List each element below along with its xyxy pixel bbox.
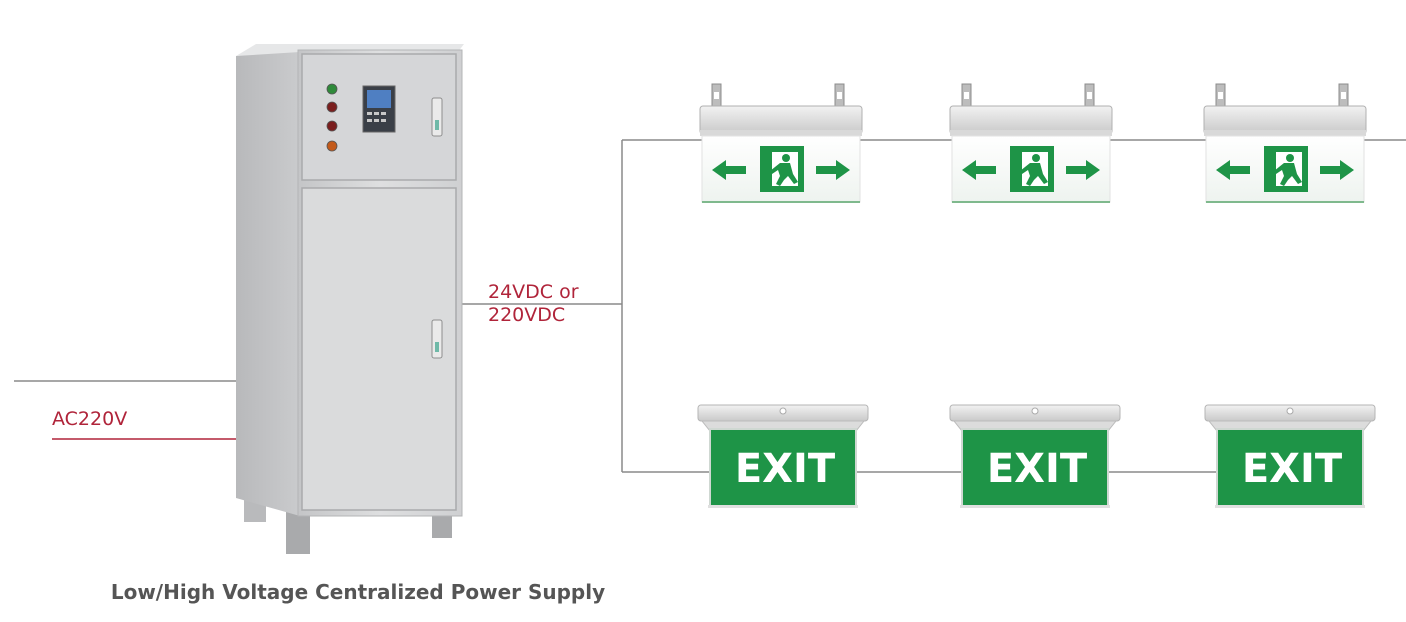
exit-sign-text: EXIT <box>1242 446 1343 492</box>
lcd-controller-display <box>362 85 396 133</box>
exit-sign: EXIT <box>949 404 1121 509</box>
exit-sign: EXIT <box>697 404 869 509</box>
directional-exit-sign <box>949 83 1113 203</box>
indicator-light-green <box>326 83 338 95</box>
power-supply-cabinet <box>236 44 464 554</box>
ac-input-label: AC220V <box>52 408 128 430</box>
dc-output-label-line1: 24VDC or <box>488 281 579 303</box>
dc-output-label: 24VDC or 220VDC <box>488 281 579 327</box>
indicator-light-red <box>326 120 338 132</box>
exit-sign-text: EXIT <box>735 446 836 492</box>
dc-output-label-line2: 220VDC <box>488 304 566 326</box>
directional-exit-sign <box>1203 83 1367 203</box>
door-handle <box>431 97 443 137</box>
indicator-light-red <box>326 101 338 113</box>
exit-sign: EXIT <box>1204 404 1376 509</box>
directional-exit-sign <box>699 83 863 203</box>
diagram-caption: Low/High Voltage Centralized Power Suppl… <box>110 580 606 604</box>
indicator-light-orange <box>326 140 338 152</box>
door-handle <box>431 319 443 359</box>
exit-sign-text: EXIT <box>987 446 1088 492</box>
